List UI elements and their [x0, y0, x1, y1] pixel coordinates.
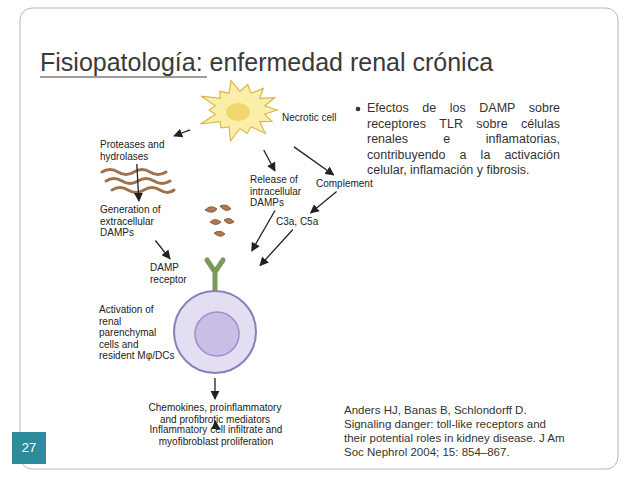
process-text: Complement: [316, 178, 376, 190]
process-text: Inflammatory cell infiltrate and myofibr…: [146, 424, 286, 447]
node-label: Release of intracellular DAMPs: [250, 174, 322, 209]
slide-title: Fisiopatología: enfermedad renal crónica: [40, 48, 493, 77]
necrotic-cell: Necrotic cell: [192, 72, 292, 148]
necrotic-cell-shape: [192, 72, 292, 148]
damp-fragments: [205, 205, 234, 236]
process-text: Release of intracellular DAMPs: [250, 174, 322, 209]
bullet-text: Efectos de los DAMP sobre receptores TLR…: [367, 101, 560, 179]
node-label: Necrotic cell: [282, 112, 336, 124]
flow-arrow: [260, 230, 293, 266]
protease-strands: [102, 170, 174, 193]
flow-arrow: [215, 421, 217, 427]
flow-arrow: [264, 150, 275, 171]
page-number-box: [12, 432, 46, 464]
cell-shape: [173, 254, 257, 376]
node-label: C3a, C5a: [276, 216, 324, 228]
flow-arrow: [155, 241, 170, 259]
flow-arrow: [137, 164, 139, 201]
node-label: Proteases and hydrolases: [100, 139, 172, 162]
flow-arrow: [174, 130, 190, 136]
node-label: Generation of extracellular DAMPs: [100, 204, 180, 239]
flow-arrow: [252, 211, 275, 252]
process-text: Chemokines, proinflammatory and profibro…: [140, 402, 290, 425]
title-underline: [40, 76, 207, 77]
bullet: [356, 107, 361, 112]
renal-cell: Activation of renal parenchymal cells an…: [173, 254, 257, 376]
page-number: 27: [12, 432, 46, 464]
flow-arrow: [214, 378, 215, 399]
process-text: C3a, C5a: [276, 216, 324, 228]
process-text: Generation of extracellular DAMPs: [100, 204, 180, 239]
slide-frame: [20, 8, 618, 469]
node-label: Inflammatory cell infiltrate and myofibr…: [146, 424, 286, 447]
node-label: Activation of renal parenchymal cells an…: [99, 304, 175, 362]
flow-arrow: [294, 147, 334, 175]
receptor-label: DAMP receptor: [150, 262, 198, 285]
node-label: Complement: [316, 178, 376, 190]
node-label: Chemokines, proinflammatory and profibro…: [140, 402, 290, 425]
flow-arrow: [311, 192, 337, 214]
citation: Anders HJ, Banas B, Schlondorff D. Signa…: [344, 403, 566, 459]
process-text: Proteases and hydrolases: [100, 139, 172, 162]
